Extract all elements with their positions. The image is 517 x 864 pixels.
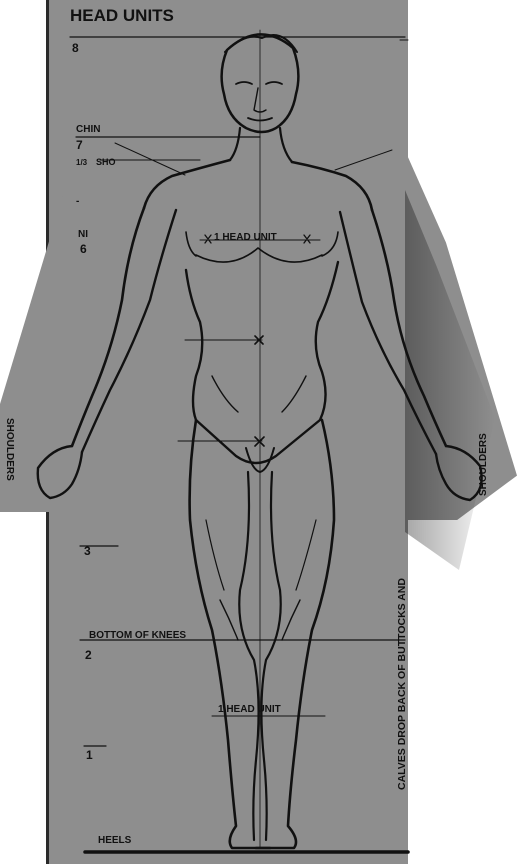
shoulder-right bbox=[292, 162, 372, 210]
marker-dash: - bbox=[76, 196, 79, 207]
annotation-head-unit-chest: 1 HEAD UNIT bbox=[214, 232, 277, 243]
marker-knees-label: BOTTOM OF KNEES bbox=[89, 630, 186, 641]
marker-7: 7 bbox=[76, 138, 83, 152]
leg-right-inner bbox=[261, 472, 280, 840]
marker-6: 6 bbox=[80, 242, 87, 256]
torso-outline bbox=[186, 262, 338, 463]
leg-left-outer bbox=[190, 420, 270, 848]
annotation-calves-note: CALVES DROP BACK OF BUTTOCKS AND bbox=[396, 578, 408, 790]
annotation-shoulders-left: SHOULDERS bbox=[4, 418, 15, 481]
arm-right-inner bbox=[340, 212, 436, 454]
hand-right bbox=[436, 446, 482, 500]
hand-left bbox=[38, 446, 82, 498]
marker-chin-label: CHIN bbox=[76, 124, 100, 135]
marker-2: 2 bbox=[85, 648, 92, 662]
annotation-shoulders-right: SHOULDERS bbox=[478, 433, 489, 496]
marker-1: 1 bbox=[86, 748, 93, 762]
marker-third: 1/3 bbox=[76, 158, 87, 167]
arm-left-inner bbox=[82, 210, 176, 452]
marker-nipples-partial: NI bbox=[78, 229, 88, 240]
marker-3: 3 bbox=[84, 544, 91, 558]
diagram-title: HEAD UNITS bbox=[70, 6, 174, 26]
marker-8: 8 bbox=[72, 41, 79, 55]
arm-right-outer bbox=[372, 210, 446, 446]
annotation-head-unit-legs: 1 HEAD UNIT bbox=[218, 704, 281, 715]
leg-left-inner bbox=[239, 472, 258, 840]
marker-heels-label: HEELS bbox=[98, 835, 131, 846]
marker-shoulder-partial: SHO bbox=[96, 157, 116, 167]
shoulder-left bbox=[144, 160, 230, 208]
leg-right-outer bbox=[256, 420, 334, 848]
